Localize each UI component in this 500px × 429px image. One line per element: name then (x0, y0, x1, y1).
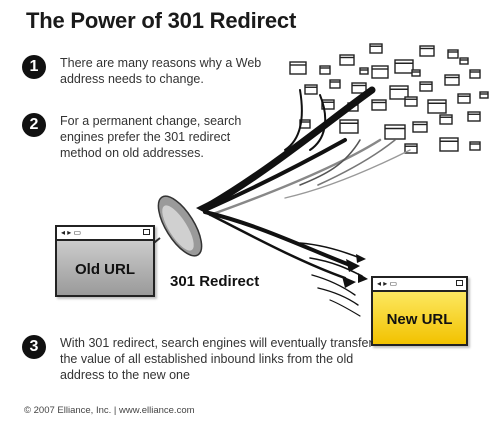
step-1: 1 There are many reasons why a Web addre… (22, 55, 270, 87)
redirect-label: 301 Redirect (170, 273, 260, 290)
mini-page-window (469, 141, 481, 151)
mini-page-window (339, 54, 355, 66)
arrowhead (358, 273, 368, 283)
mini-page-window (359, 67, 369, 75)
redirect-arrow (317, 287, 359, 306)
mini-page-window (289, 61, 307, 75)
inbound-arrow (206, 86, 376, 209)
redirect-arrow (203, 210, 347, 280)
inbound-link-pages (289, 43, 489, 154)
mini-page-window (384, 124, 406, 140)
redirect-arrow (329, 299, 361, 317)
inbound-arrow (208, 138, 382, 217)
mini-page-window (321, 99, 335, 110)
mini-page-window (404, 96, 418, 107)
arrowhead (196, 201, 210, 214)
mini-page-window (479, 91, 489, 99)
mini-page-window (411, 69, 421, 77)
inbound-arrow (299, 139, 361, 186)
inbound-arrow (284, 89, 303, 151)
new-url-titlebar: ◂ ▸ ▭ (373, 278, 466, 292)
inbound-arrow (203, 138, 347, 212)
arrowhead (342, 276, 356, 288)
new-url-window: ◂ ▸ ▭ New URL (371, 276, 468, 346)
redirect-arrow (203, 210, 352, 267)
mini-page-window (459, 57, 469, 65)
page-title: The Power of 301 Redirect (26, 8, 297, 33)
mini-page-window (404, 143, 418, 154)
arrowhead (346, 259, 360, 272)
step-3-text: With 301 redirect, search engines will e… (60, 336, 373, 382)
mini-page-window (444, 74, 460, 86)
inbound-arrows (203, 86, 411, 217)
redirect-arrow (311, 274, 356, 296)
redirect-arrow (299, 242, 361, 259)
step-1-text: There are many reasons why a Web address… (60, 56, 262, 86)
old-url-label: Old URL (75, 260, 135, 278)
mini-page-window (351, 82, 367, 94)
mini-page-window (469, 69, 481, 79)
mini-page-window (457, 93, 471, 104)
mini-page-window (369, 43, 383, 54)
mini-page-window (319, 65, 331, 75)
mini-page-window (427, 99, 447, 114)
step-2: 2 For a permanent change, search engines… (22, 113, 265, 161)
inbound-arrow (284, 149, 411, 199)
mini-page-window (339, 119, 359, 134)
new-url-window-button (456, 280, 463, 286)
mini-page-window (419, 45, 435, 57)
arrowhead (356, 254, 366, 263)
old-url-window: ◂ ▸ ▭ Old URL (55, 225, 155, 297)
old-url-window-button (143, 229, 150, 235)
inbound-arrow (309, 94, 327, 151)
mini-page-window (439, 114, 453, 125)
old-url-titlebar: ◂ ▸ ▭ (57, 227, 153, 241)
mini-page-window (329, 79, 341, 89)
mini-page-window (439, 137, 459, 152)
mini-page-window (394, 59, 414, 74)
arrowheads (196, 201, 368, 288)
mini-page-window (447, 49, 459, 59)
mini-page-window (419, 81, 433, 92)
mini-page-window (371, 99, 387, 111)
step-1-number: 1 (22, 55, 46, 79)
footer-credit: © 2007 Elliance, Inc. | www.elliance.com (24, 405, 195, 416)
inbound-arrow (317, 139, 396, 186)
dish-icon (149, 195, 203, 257)
step-3-number: 3 (22, 335, 46, 359)
step-3: 3 With 301 redirect, search engines will… (22, 335, 390, 383)
mini-page-window (412, 121, 428, 133)
mini-page-window (371, 65, 389, 79)
redirect-arrows (203, 210, 363, 317)
new-url-label: New URL (386, 310, 453, 328)
step-2-number: 2 (22, 113, 46, 137)
mini-page-window (467, 111, 481, 122)
step-2-text: For a permanent change, search engines p… (60, 114, 242, 160)
mini-page-window (304, 84, 318, 95)
